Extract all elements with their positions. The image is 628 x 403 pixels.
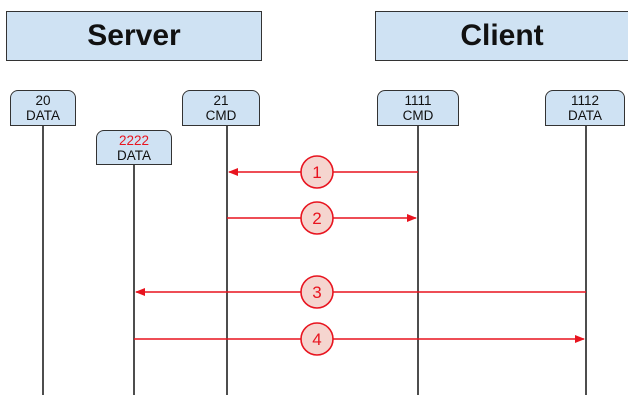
port-number: 1112 <box>570 93 600 108</box>
port-number: 2222 <box>118 133 150 148</box>
port-box-server-data-2222: 2222 DATA <box>96 130 172 165</box>
port-box-client-data-1112: 1112 DATA <box>545 90 625 126</box>
port-label: CMD <box>402 108 434 123</box>
port-box-server-cmd-21: 21 CMD <box>182 90 260 126</box>
port-label: CMD <box>205 108 237 123</box>
port-number: 21 <box>213 93 229 108</box>
step-3-badge <box>300 275 334 309</box>
message-2: 2 <box>227 201 417 235</box>
client-header: Client <box>375 11 628 61</box>
step-4-badge <box>300 322 334 356</box>
step-1-badge <box>300 155 334 189</box>
step-2-badge <box>300 201 334 235</box>
port-number: 20 <box>35 93 51 108</box>
message-1: 1 <box>228 155 418 189</box>
message-3: 3 <box>135 275 586 309</box>
port-label: DATA <box>116 148 151 163</box>
message-4: 4 <box>134 322 585 356</box>
port-box-server-data-20: 20 DATA <box>10 90 76 126</box>
step-2-label: 2 <box>312 209 321 228</box>
port-label: DATA <box>567 108 602 123</box>
port-number: 1111 <box>404 93 432 108</box>
server-header: Server <box>6 11 262 61</box>
step-3-label: 3 <box>312 283 321 302</box>
step-4-label: 4 <box>312 330 321 349</box>
port-label: DATA <box>25 108 60 123</box>
port-box-client-cmd-1111: 1111 CMD <box>377 90 459 126</box>
step-1-label: 1 <box>312 163 321 182</box>
